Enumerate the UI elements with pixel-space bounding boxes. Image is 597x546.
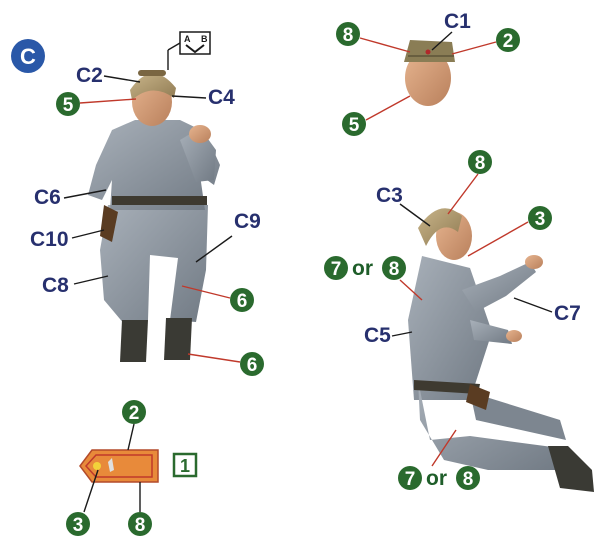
- figure-seated-side: [408, 208, 594, 492]
- paint-ref-6: 6: [230, 288, 254, 312]
- svg-text:8: 8: [389, 259, 400, 280]
- label-c4: C4: [208, 86, 235, 109]
- shoulder-strap-part: [80, 450, 158, 482]
- paint-ref-5: 5: [342, 112, 366, 136]
- svg-text:or: or: [352, 257, 373, 280]
- svg-text:A: A: [184, 34, 191, 44]
- paint-ref-5: 5: [56, 92, 80, 116]
- paint-ref-7-or-8: 7 or 8: [398, 466, 480, 490]
- label-c3: C3: [376, 184, 403, 207]
- svg-text:5: 5: [349, 115, 360, 136]
- label-c6: C6: [34, 186, 61, 209]
- svg-text:8: 8: [475, 153, 486, 174]
- section-badge: C: [11, 39, 45, 73]
- svg-text:6: 6: [247, 355, 258, 376]
- svg-text:or: or: [426, 467, 447, 490]
- paint-ref-8: 8: [336, 22, 360, 46]
- paint-ref-8: 8: [128, 512, 152, 536]
- svg-text:5: 5: [63, 95, 74, 116]
- svg-text:2: 2: [503, 31, 514, 52]
- svg-text:8: 8: [135, 515, 146, 536]
- paint-ref-2: 2: [122, 400, 146, 424]
- label-c2: C2: [76, 64, 103, 87]
- label-c8: C8: [42, 274, 69, 297]
- svg-text:8: 8: [463, 469, 474, 490]
- label-c7: C7: [554, 302, 581, 325]
- paint-ref-3: 3: [528, 206, 552, 230]
- svg-text:7: 7: [331, 259, 342, 280]
- figure-seated-front: [88, 70, 220, 362]
- svg-text:1: 1: [180, 456, 190, 476]
- paint-ref-2: 2: [496, 28, 520, 52]
- paint-ref-8: 8: [468, 150, 492, 174]
- svg-text:3: 3: [535, 209, 546, 230]
- paint-ref-6: 6: [240, 352, 264, 376]
- direction-ab-icon: A B: [168, 32, 210, 70]
- label-c1: C1: [444, 10, 471, 33]
- label-c5: C5: [364, 324, 391, 347]
- label-c9: C9: [234, 210, 261, 233]
- svg-text:6: 6: [237, 291, 248, 312]
- head-with-cap: [404, 40, 455, 106]
- svg-text:7: 7: [405, 469, 416, 490]
- paint-ref-7-or-8: 7 or 8: [324, 256, 406, 280]
- label-c10: C10: [30, 228, 69, 251]
- svg-text:C: C: [20, 44, 36, 69]
- svg-text:B: B: [201, 34, 208, 44]
- svg-text:2: 2: [129, 403, 140, 424]
- svg-text:3: 3: [73, 515, 84, 536]
- paint-ref-3: 3: [66, 512, 90, 536]
- step-box-1: 1: [174, 454, 196, 476]
- svg-text:8: 8: [343, 25, 354, 46]
